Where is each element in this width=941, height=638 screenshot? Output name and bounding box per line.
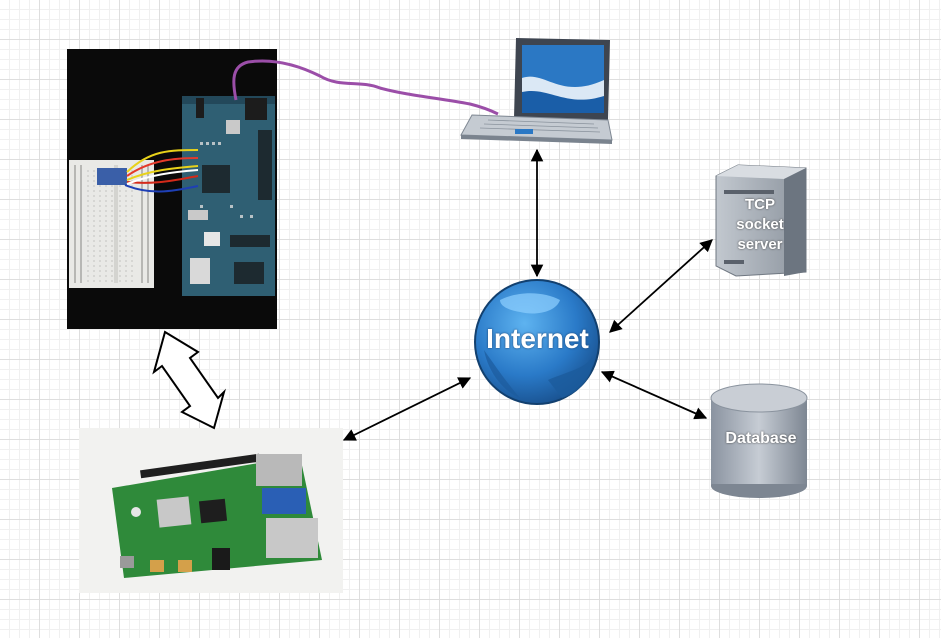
pi-processor — [156, 496, 192, 528]
tcp-server-label: TCP socket server — [736, 196, 784, 253]
arrow-internet-database — [600, 370, 708, 420]
sensor-module — [97, 168, 127, 185]
internet-label: Internet — [486, 323, 589, 354]
database-label: Database — [725, 430, 797, 447]
arrow-internet-server — [609, 239, 713, 333]
arrow-pi-internet — [342, 377, 472, 441]
double-arrow-board-pi — [152, 330, 226, 430]
usb-cable — [232, 59, 499, 116]
dev-board-photo — [67, 49, 277, 329]
server-icon — [715, 164, 807, 277]
globe-icon — [474, 279, 600, 405]
database-icon — [710, 383, 808, 498]
laptop-icon — [460, 38, 613, 144]
raspberry-pi-photo — [79, 428, 343, 593]
